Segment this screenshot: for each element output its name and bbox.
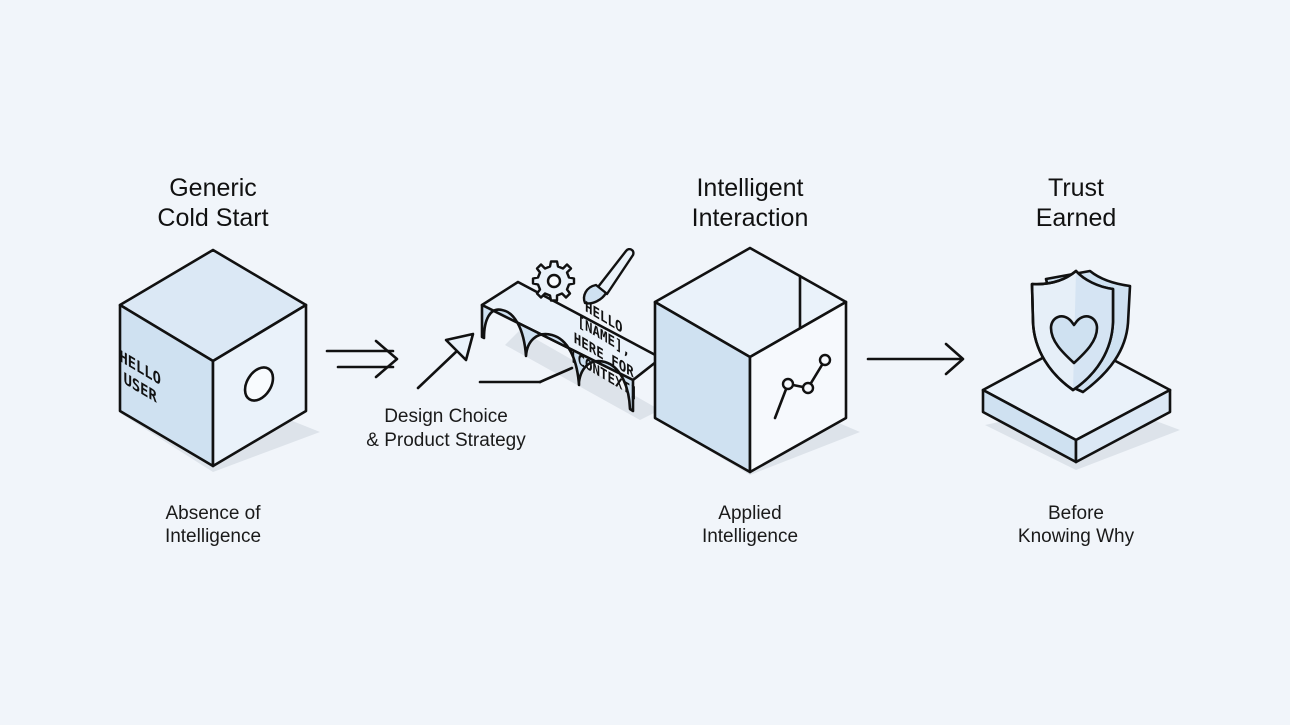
stage-3-caption-line2: Knowing Why xyxy=(1018,526,1135,547)
pedestal-side xyxy=(1074,388,1172,464)
stage-2-caption-line1: Applied xyxy=(718,503,781,524)
bridge-arcade xyxy=(480,303,635,413)
open-box: HELLO [NAME], HERE FOR [CONTEXT] xyxy=(570,246,860,475)
bridge-shadow xyxy=(505,330,660,420)
stage-2-title-line1: Intelligent xyxy=(696,174,803,202)
gear-icon xyxy=(531,260,576,302)
stage-1-title-line2: Cold Start xyxy=(157,204,268,232)
stage-1-caption-line1: Absence of xyxy=(165,503,261,524)
cube-hole-icon xyxy=(243,366,275,402)
arrow-right-icon xyxy=(866,342,965,376)
transition-label-line2: & Product Strategy xyxy=(366,430,526,451)
cold-start-cube: HELLO USER xyxy=(118,248,320,472)
stage-trust-earned: Trust Earned Before Knowing Why xyxy=(981,174,1180,547)
double-arrow-icon xyxy=(325,339,399,379)
stage-2-title-line2: Interaction xyxy=(692,204,809,232)
stage-1-caption-line2: Intelligence xyxy=(165,526,261,547)
stage-2-caption-line2: Intelligence xyxy=(702,526,798,547)
shield-heart-icon xyxy=(1030,269,1132,394)
stage-cold-start: Generic Cold Start HELLO USER Absence of… xyxy=(118,174,320,547)
transition-label-line1: Design Choice xyxy=(384,406,508,427)
line-chart-icon xyxy=(773,353,832,420)
paintbrush-icon xyxy=(582,247,635,305)
stage-intelligent-interaction: Intelligent Interaction HELLO [NAME], HE… xyxy=(570,174,860,547)
stage-3-title-line1: Trust xyxy=(1048,174,1104,202)
diagonal-arrow-icon xyxy=(416,332,475,390)
stage-3-title-line2: Earned xyxy=(1036,204,1117,232)
stage-1-title-line1: Generic xyxy=(169,174,257,202)
stage-3-caption-line1: Before xyxy=(1048,503,1104,524)
